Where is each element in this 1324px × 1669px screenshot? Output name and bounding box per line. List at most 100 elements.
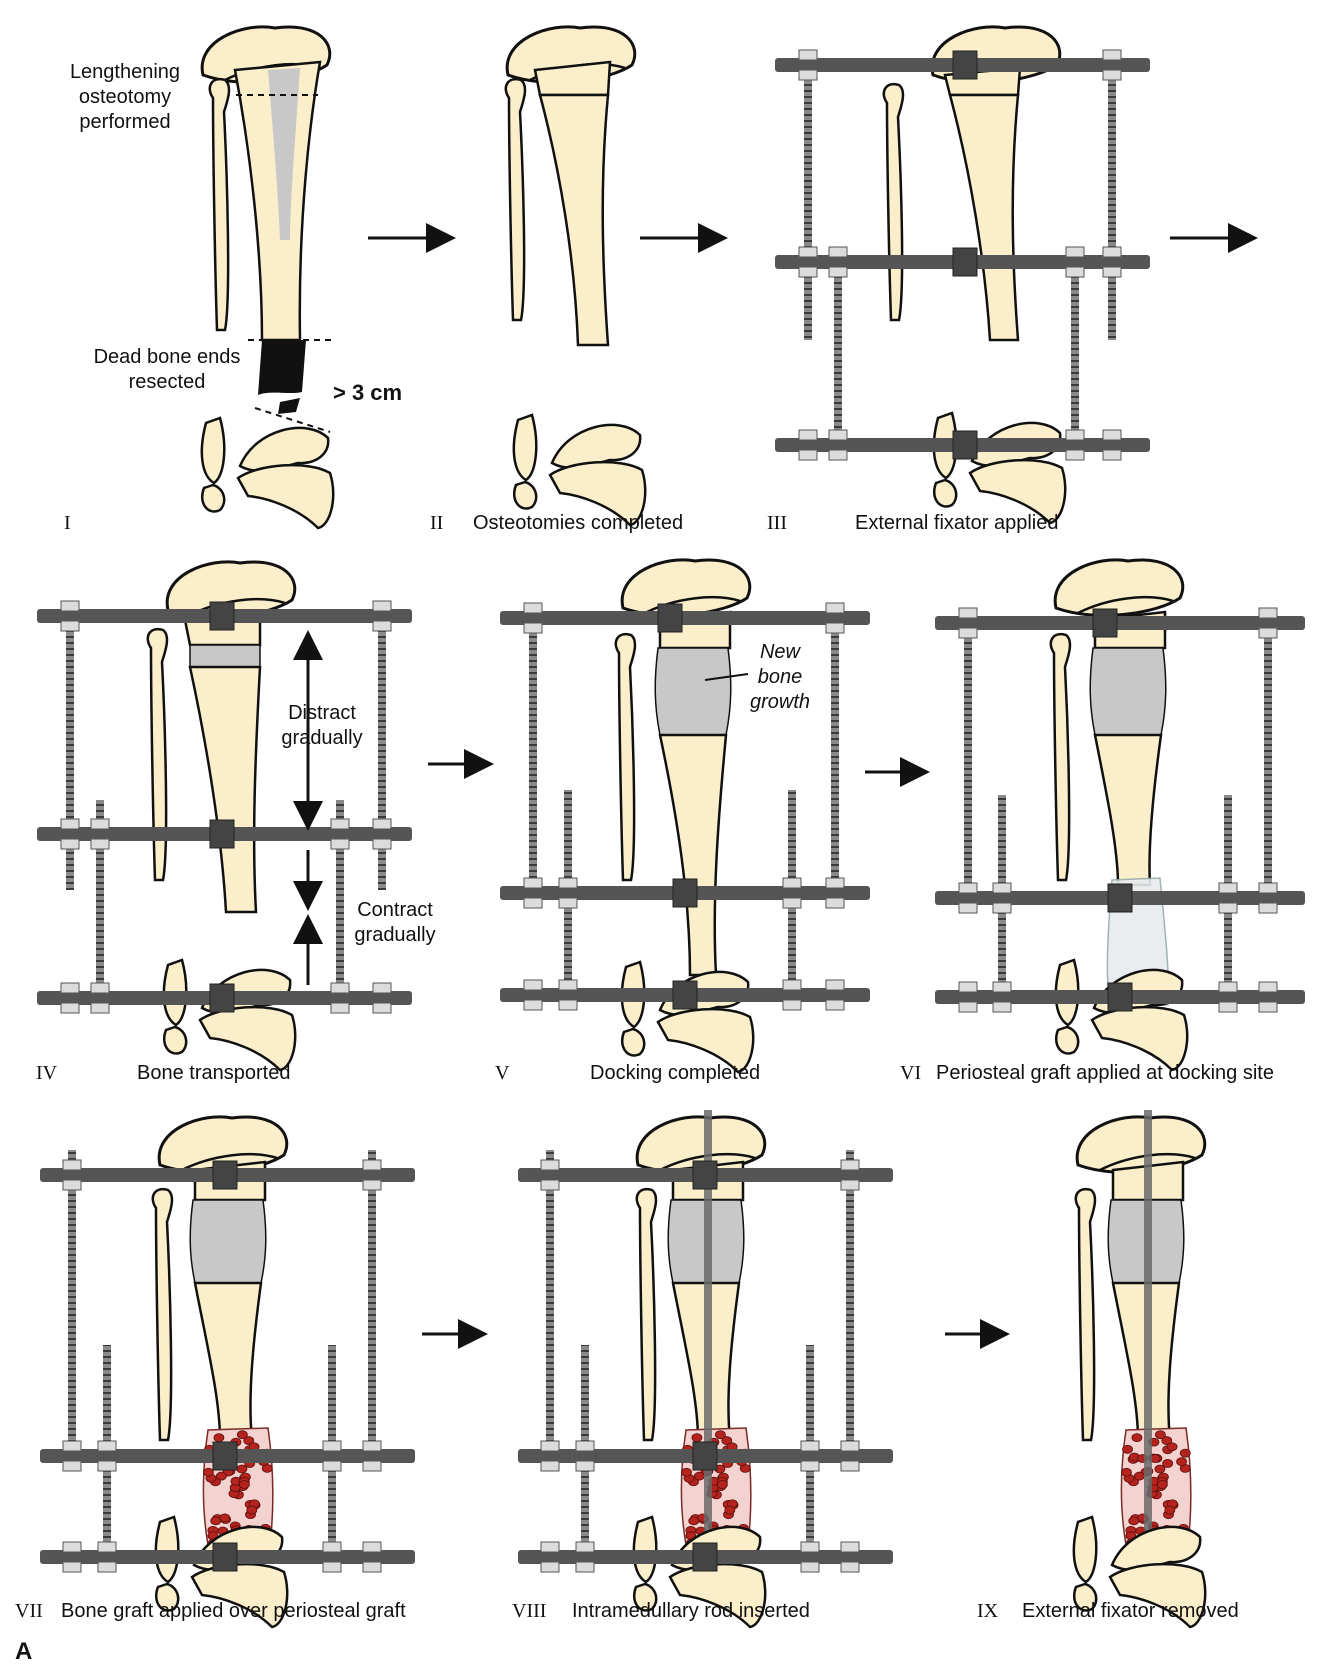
- graft-chip: [1177, 1458, 1187, 1466]
- fibula-malleolus: [202, 418, 224, 483]
- graft-chip: [692, 1434, 702, 1442]
- panel-5-figure: [500, 560, 870, 1072]
- graft-chip: [216, 1472, 226, 1480]
- bone-clamp: [213, 1161, 237, 1189]
- osteotomy-label-line-1: Lengthening: [60, 60, 190, 85]
- talus: [200, 1007, 295, 1070]
- fixator-nut: [993, 1002, 1011, 1012]
- fixator-nut: [541, 1542, 559, 1552]
- graft-chip: [725, 1506, 735, 1514]
- fibula-malleolus: [634, 1517, 656, 1582]
- graft-chip: [694, 1472, 704, 1480]
- fixator-nut: [1259, 628, 1277, 638]
- graft-chip: [214, 1434, 224, 1442]
- graft-chip: [237, 1431, 247, 1439]
- fixator-nut: [61, 983, 79, 993]
- fixator-nut: [323, 1542, 341, 1552]
- fixator-nut: [1259, 883, 1277, 893]
- graft-chip: [239, 1481, 249, 1489]
- fixator-nut: [373, 1003, 391, 1013]
- fixator-nut: [373, 839, 391, 849]
- fixator-nut: [826, 980, 844, 990]
- lateral-bone: [622, 1029, 644, 1055]
- new-bone-label-line-2: bone: [730, 665, 830, 690]
- graft-chip: [1180, 1449, 1190, 1457]
- fixator-nut: [363, 1562, 381, 1572]
- dead-bone-label-line-2: resected: [82, 370, 252, 395]
- fixator-nut: [524, 980, 542, 990]
- fixator-nut: [61, 839, 79, 849]
- fixator-nut: [959, 608, 977, 618]
- bone-clamp: [210, 820, 234, 848]
- fixator-nut: [559, 980, 577, 990]
- fixator-nut: [1103, 450, 1121, 460]
- fibula: [153, 1189, 172, 1440]
- panel-4-figure: [37, 562, 412, 1070]
- threaded-rod: [529, 605, 537, 895]
- lateral-bone: [514, 482, 536, 508]
- graft-chip: [1155, 1431, 1165, 1439]
- graft-chip: [1165, 1506, 1175, 1514]
- fixator-nut: [829, 267, 847, 277]
- regenerate-bone: [190, 1200, 266, 1283]
- transport-segment: [540, 95, 608, 345]
- panel-3-numeral: III: [767, 512, 787, 535]
- fixator-nut: [959, 903, 977, 913]
- lateral-bone: [934, 480, 956, 506]
- fixator-nut: [799, 247, 817, 257]
- graft-chip: [1157, 1481, 1167, 1489]
- transport-segment: [1095, 735, 1161, 885]
- fixator-nut: [91, 839, 109, 849]
- fixator-nut: [959, 1002, 977, 1012]
- fixator-nut: [373, 819, 391, 829]
- fixator-nut: [1259, 1002, 1277, 1012]
- fixator-nut: [98, 1441, 116, 1451]
- fixator-nut: [1219, 982, 1237, 992]
- fixator-nut: [799, 267, 817, 277]
- fixator-nut: [541, 1180, 559, 1190]
- fixator-nut: [323, 1461, 341, 1471]
- fixator-nut: [91, 1003, 109, 1013]
- fibula: [1051, 634, 1070, 880]
- transport-segment: [950, 95, 1018, 340]
- fixator-nut: [576, 1562, 594, 1572]
- threaded-rod: [1108, 55, 1116, 340]
- fixator-nut: [959, 628, 977, 638]
- graft-chip: [1129, 1517, 1139, 1525]
- fixator-nut: [801, 1461, 819, 1471]
- fixator-nut: [801, 1441, 819, 1451]
- transport-segment: [190, 667, 260, 912]
- graft-chip: [1163, 1459, 1173, 1467]
- fixator-nut: [63, 1562, 81, 1572]
- fixator-nut: [783, 878, 801, 888]
- fixator-nut: [799, 50, 817, 60]
- graft-chip: [220, 1514, 230, 1522]
- fixator-nut: [363, 1160, 381, 1170]
- fixator-nut: [91, 819, 109, 829]
- graft-chip: [1167, 1443, 1177, 1451]
- panel-2-caption: Osteotomies completed: [473, 512, 683, 535]
- fixator-nut: [576, 1461, 594, 1471]
- fixator-nut: [1219, 883, 1237, 893]
- fixator-nut: [61, 621, 79, 631]
- panel-7-caption: Bone graft applied over periosteal graft: [61, 1600, 406, 1623]
- fixator-nut: [541, 1160, 559, 1170]
- threaded-rod: [1071, 250, 1079, 460]
- fixator-nut: [559, 898, 577, 908]
- regenerate-bone: [190, 645, 260, 667]
- fixator-nut: [783, 1000, 801, 1010]
- dead-bone-label: Dead bone ends resected: [82, 345, 252, 395]
- panel-6-caption: Periosteal graft applied at docking site: [936, 1062, 1274, 1085]
- fixator-nut: [576, 1542, 594, 1552]
- fixator-nut: [1103, 70, 1121, 80]
- fixator-nut: [363, 1180, 381, 1190]
- fixator-nut: [1219, 903, 1237, 913]
- transport-segment: [660, 735, 726, 975]
- fixator-nut: [826, 623, 844, 633]
- threaded-rod: [368, 1150, 376, 1455]
- fixator-nut: [98, 1542, 116, 1552]
- fibula: [637, 1189, 656, 1440]
- fibula: [1076, 1189, 1095, 1440]
- fixator-nut: [841, 1542, 859, 1552]
- dead-bone-label-line-1: Dead bone ends: [82, 345, 252, 370]
